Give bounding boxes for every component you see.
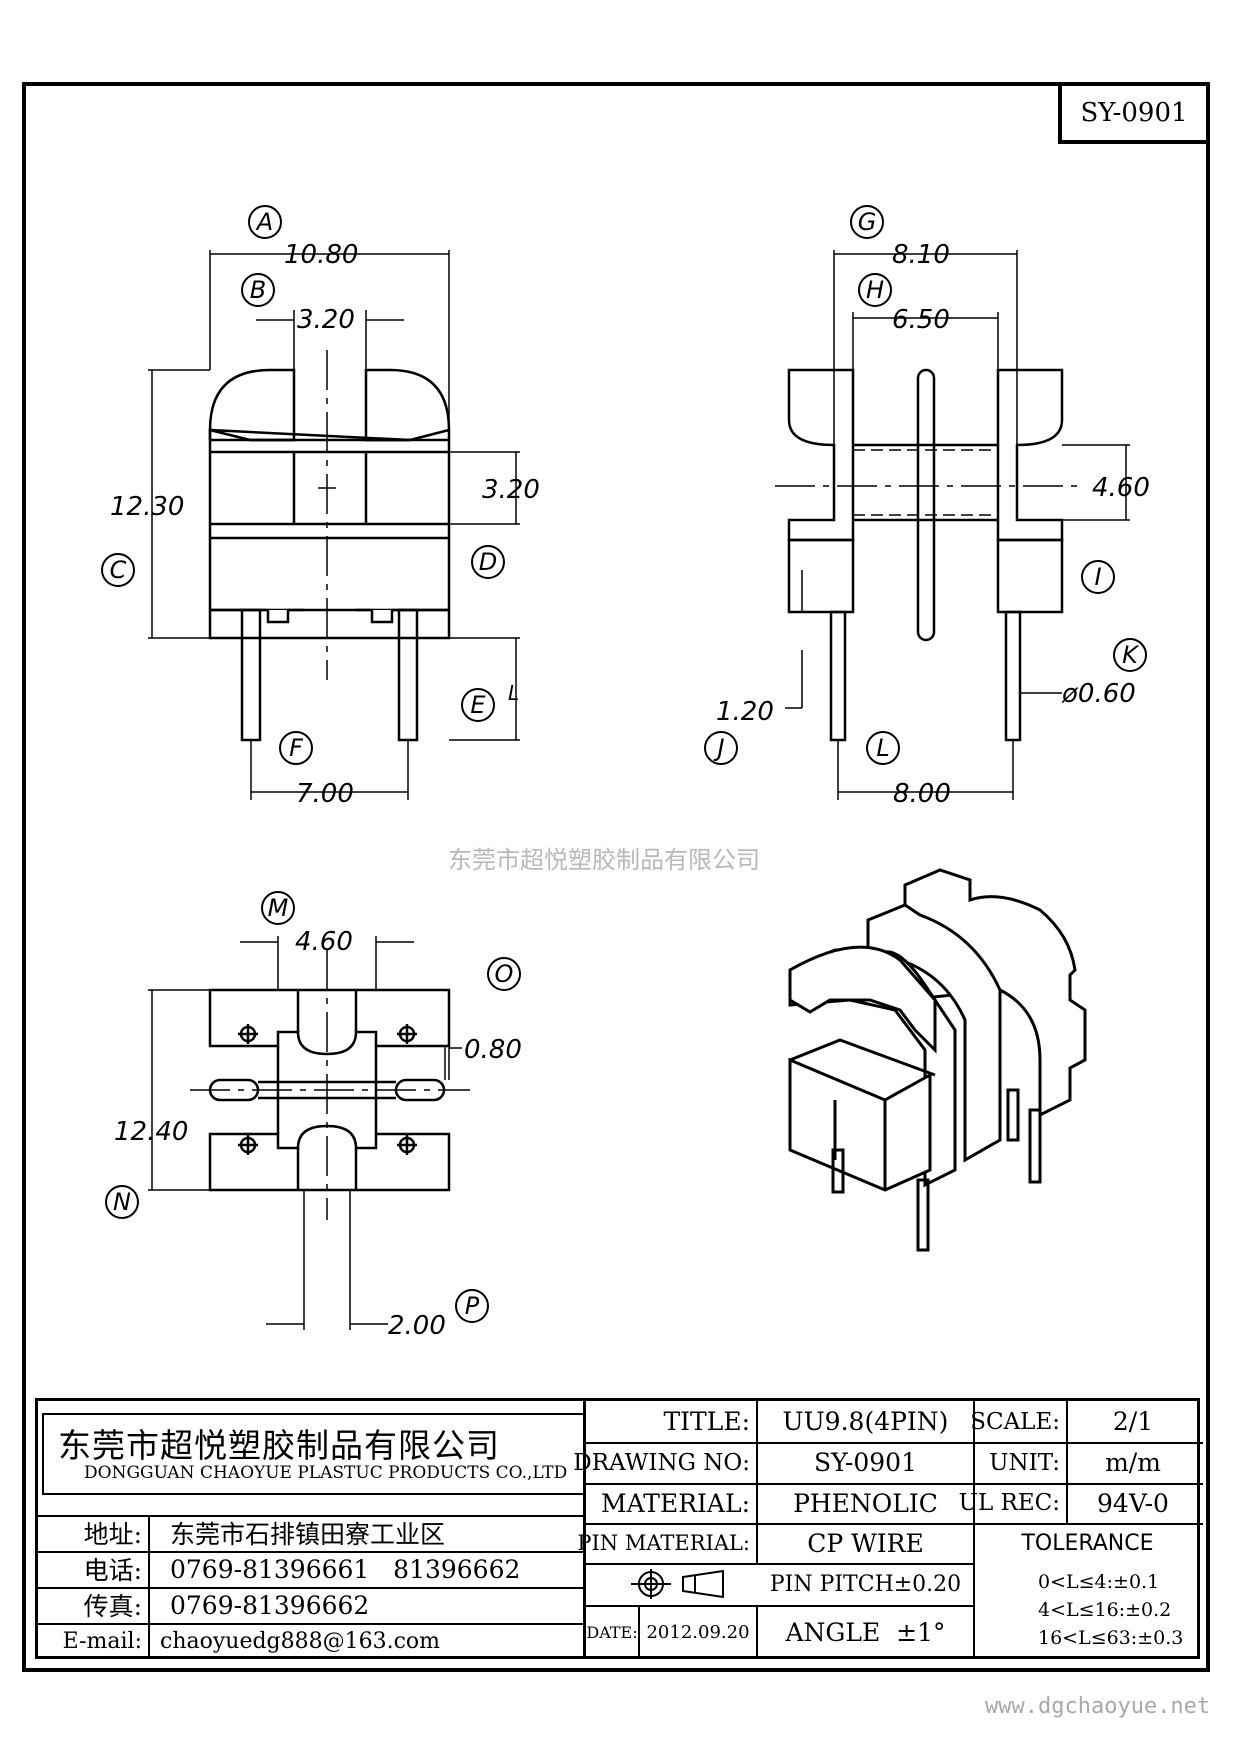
drawing-no-label: DRAWING NO: (573, 1449, 750, 1476)
callout-i: I (1094, 563, 1101, 591)
callout-h: H (866, 276, 884, 304)
dim-n-value: 12.40 (114, 1117, 188, 1147)
tolerance-row-1: 0<L≤4:±0.1 (1038, 1571, 1160, 1593)
dim-k-value: ø0.60 (1061, 679, 1136, 709)
dim-a-value: 10.80 (284, 240, 358, 270)
drawing-frame (22, 82, 1210, 1672)
phone-label: 电话: (83, 1556, 142, 1585)
pin-material-label: PIN MATERIAL: (577, 1531, 750, 1555)
callout-b: B (250, 276, 266, 304)
side-view (775, 250, 1130, 800)
tolerance-label: TOLERANCE (1021, 1530, 1154, 1556)
callout-j: J (713, 734, 724, 762)
callout-n: N (113, 1188, 131, 1216)
front-view (148, 250, 520, 800)
phone-value: 0769-81396661 81396662 (170, 1554, 521, 1584)
tolerance-row-3: 16<L≤63:±0.3 (1038, 1627, 1184, 1649)
dim-h-value: 6.50 (892, 305, 950, 335)
length-mark: L (508, 681, 519, 705)
dim-l-value: 8.00 (893, 779, 951, 809)
tolerance-row-2: 4<L≤16:±0.2 (1038, 1599, 1172, 1621)
callout-m: M (268, 894, 289, 922)
scale-value: 2/1 (1112, 1407, 1154, 1436)
drawing-code-box: SY-0901 (1058, 82, 1210, 144)
bottom-view (148, 936, 470, 1330)
callout-g: G (858, 208, 877, 236)
pin-pitch: PIN PITCH±0.20 (769, 1571, 962, 1597)
address-label: 地址: (83, 1520, 142, 1549)
projection-symbol (586, 1563, 756, 1605)
dim-i-value: 4.60 (1092, 473, 1150, 503)
unit-label: UNIT: (989, 1449, 1060, 1476)
title-block: 东莞市超悦塑胶制品有限公司 DONGGUAN CHAOYUE PLASTUC P… (35, 1398, 1203, 1659)
dim-m-value: 4.60 (295, 927, 353, 957)
callout-a: A (255, 208, 273, 236)
email-value: chaoyuedg888@163.com (160, 1628, 441, 1654)
unit-value: m/m (1105, 1448, 1161, 1477)
dim-p-value: 2.00 (388, 1311, 446, 1341)
ul-value: 94V-0 (1097, 1488, 1169, 1518)
company-name-box: 东莞市超悦塑胶制品有限公司 DONGGUAN CHAOYUE PLASTUC P… (42, 1413, 586, 1495)
address-value: 东莞市石排镇田寮工业区 (170, 1520, 446, 1549)
dim-o-value: 0.80 (464, 1035, 522, 1065)
drawing-no-value: SY-0901 (814, 1448, 917, 1477)
date-value: 2012.09.20 (646, 1621, 750, 1643)
callout-d: D (479, 548, 497, 576)
company-name-cn: 东莞市超悦塑胶制品有限公司 (58, 1426, 500, 1465)
ul-label: UL REC: (958, 1490, 1060, 1516)
first-angle-projection-icon (631, 1569, 724, 1599)
dim-f-value: 7.00 (296, 779, 354, 809)
fax-value: 0769-81396662 (170, 1590, 370, 1620)
callout-c: C (110, 556, 127, 584)
date-label: DATE: (586, 1622, 638, 1642)
website-url: www.dgchaoyue.net (985, 1694, 1211, 1719)
title-value: UU9.8(4PIN) (782, 1407, 949, 1436)
dim-d-value: 3.20 (482, 475, 540, 505)
angle-tolerance: ANGLE ±1° (785, 1617, 946, 1647)
pin-material-value: CP WIRE (807, 1528, 924, 1558)
material-label: MATERIAL: (601, 1488, 750, 1518)
title-label: TITLE: (663, 1407, 751, 1436)
watermark: 东莞市超悦塑胶制品有限公司 (448, 846, 760, 874)
dim-j-value: 1.20 (716, 697, 774, 727)
company-name-en: DONGGUAN CHAOYUE PLASTUC PRODUCTS CO.,LT… (84, 1463, 568, 1483)
callout-l: L (876, 734, 889, 762)
scale-label: SCALE: (970, 1408, 1060, 1435)
dim-b-value: 3.20 (297, 305, 355, 335)
callout-o: O (495, 960, 514, 988)
fax-label: 传真: (83, 1592, 142, 1621)
isometric-view (788, 868, 1087, 1252)
callout-k: K (1122, 641, 1140, 669)
dim-c-value: 12.30 (110, 492, 184, 522)
material-value: PHENOLIC (793, 1488, 938, 1518)
email-label: E-mail: (62, 1628, 142, 1654)
callout-p: P (465, 1292, 480, 1320)
dim-g-value: 8.10 (892, 240, 950, 270)
callout-f: F (289, 734, 304, 762)
callout-e: E (470, 691, 486, 719)
